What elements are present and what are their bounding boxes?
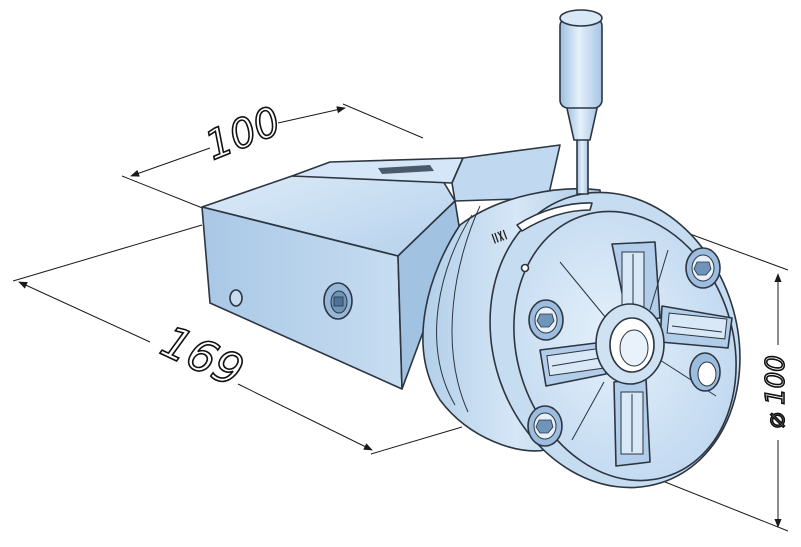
jaw-bottom — [613, 377, 651, 467]
label-plate — [378, 165, 434, 174]
diameter-dimension-label: ⌀ 100 — [761, 355, 791, 429]
chuck-face — [489, 191, 741, 489]
top-plate — [291, 144, 561, 202]
socket-screw-upper-left — [528, 299, 564, 341]
jaw-top — [611, 241, 661, 323]
dimension-100-width — [121, 103, 424, 210]
front-hole-small — [229, 289, 243, 307]
socket-screw-lower-left — [527, 405, 563, 447]
bore-hole-right — [689, 352, 721, 392]
rim-slot — [516, 202, 593, 232]
front-screw-hole — [323, 282, 353, 320]
segment-lines — [559, 249, 717, 441]
unlock-lock-marking-icon — [491, 229, 508, 244]
width-dimension-label: 100 — [199, 98, 287, 169]
center-bore — [595, 303, 665, 385]
jaw-right — [659, 305, 733, 349]
dimension-169-length — [12, 224, 463, 455]
socket-screw-upper-right — [685, 247, 721, 289]
handle-lever-icon — [559, 9, 603, 195]
length-dimension-label: 169 — [153, 316, 251, 398]
base-block — [201, 175, 461, 390]
jaw-left — [539, 341, 607, 387]
